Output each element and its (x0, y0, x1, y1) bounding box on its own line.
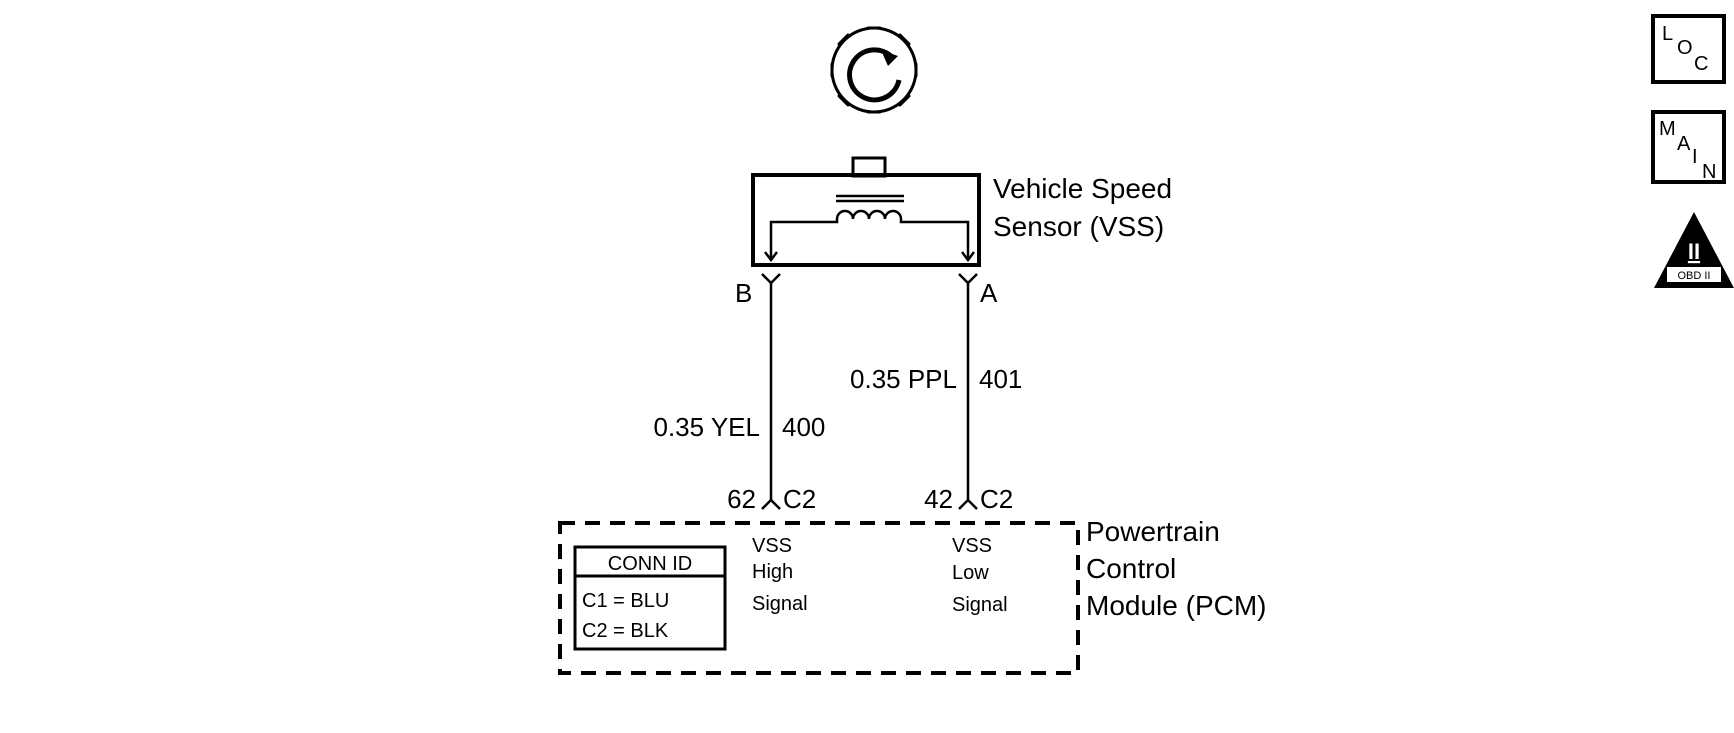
connector-c2-right: C2 (980, 484, 1013, 514)
pin-42-label: 42 (924, 484, 953, 514)
main-letter-a: A (1677, 133, 1691, 155)
arrow-down-icon (764, 251, 778, 263)
main-letter-n: N (1702, 161, 1716, 183)
wire-400-circuit: 400 (782, 412, 825, 442)
pcm-module-boundary (558, 521, 1080, 675)
vss-low-signal-line1: VSS (952, 535, 992, 557)
conn-id-title: CONN ID (608, 553, 692, 575)
pcm-terminal-62 (761, 498, 781, 510)
pcm-label-line3: Module (PCM) (1086, 590, 1266, 621)
vss-sensor-body (751, 173, 981, 267)
main-letter-i: I (1692, 146, 1698, 168)
arrow-down-icon (961, 251, 975, 263)
connector-c2-left: C2 (783, 484, 816, 514)
loc-letter-o: O (1677, 37, 1693, 59)
main-button[interactable]: M A I N (1651, 110, 1726, 184)
conn-id-row-c2: C2 = BLK (582, 620, 669, 642)
coil-icon (769, 194, 970, 258)
reluctor-wheel-icon (830, 26, 918, 114)
wire-400-color: 0.35 YEL (653, 412, 760, 442)
pin-62-label: 62 (727, 484, 756, 514)
vss-low-signal-line2: Low (952, 562, 989, 584)
pcm-terminal-42 (958, 498, 978, 510)
terminal-b-label: B (735, 278, 752, 308)
pcm-label-line1: Powertrain (1086, 516, 1220, 547)
sensor-label-line2: Sensor (VSS) (993, 211, 1164, 242)
vss-high-signal-line3: Signal (752, 593, 808, 615)
sensor-label-line1: Vehicle Speed (993, 173, 1172, 204)
vss-high-signal-line2: High (752, 561, 793, 583)
loc-button[interactable]: L O C (1651, 14, 1726, 84)
vss-low-signal-line3: Signal (952, 594, 1008, 616)
pcm-label-line2: Control (1086, 553, 1176, 584)
terminal-a-label: A (980, 278, 998, 308)
conn-id-row-c1: C1 = BLU (582, 590, 669, 612)
loc-letter-l: L (1662, 23, 1673, 45)
obd-ii-numeral: II (1688, 239, 1700, 264)
obd-ii-button[interactable]: II OBD II (1654, 212, 1734, 288)
conn-id-table: CONN ID C1 = BLU C2 = BLK (573, 545, 727, 651)
obd-ii-label: OBD II (1677, 270, 1710, 282)
terminal-a-symbol (958, 273, 978, 285)
terminal-b-symbol (761, 273, 781, 285)
wire-401-circuit: 401 (979, 364, 1022, 394)
loc-letter-c: C (1694, 53, 1708, 75)
vss-high-signal-line1: VSS (752, 535, 792, 557)
wire-401-color: 0.35 PPL (850, 364, 957, 394)
main-letter-m: M (1659, 118, 1676, 140)
rotation-arrow-icon (881, 50, 898, 66)
